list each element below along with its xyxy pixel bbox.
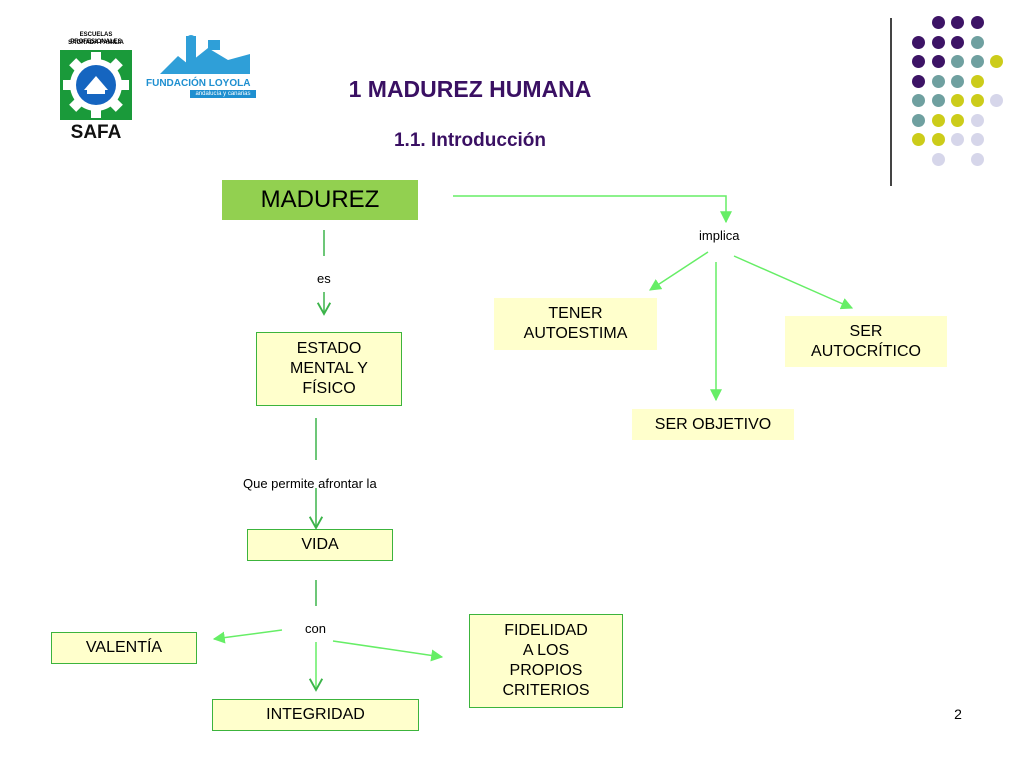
safa-logo-line2: SAGRADA FAMILIA xyxy=(68,40,124,46)
statue-icon xyxy=(160,35,250,74)
loyola-logo-name: FUNDACIÓN LOYOLA xyxy=(146,78,251,89)
node-madurez: MADUREZ xyxy=(222,180,418,220)
link-label-es: es xyxy=(317,271,331,286)
node-ser-objetivo: SER OBJETIVO xyxy=(632,409,794,440)
link-label-permite: Que permite afrontar la xyxy=(243,476,377,491)
loyola-logo-sub: andalucía y canarias xyxy=(190,90,256,98)
page-number: 2 xyxy=(954,706,962,722)
page-title: 1 MADUREZ HUMANA xyxy=(348,76,592,102)
vertical-divider xyxy=(890,18,892,186)
node-tener-autoestima: TENER AUTOESTIMA xyxy=(494,298,657,350)
link-label-implica: implica xyxy=(699,228,740,243)
connector-con-valentia xyxy=(212,629,283,644)
page-subtitle: 1.1. Introducción xyxy=(393,130,547,151)
connector-con-fidelidad xyxy=(332,640,444,662)
node-integridad: INTEGRIDAD xyxy=(212,699,419,731)
connector-implica-autocritico xyxy=(733,255,854,310)
gear-icon xyxy=(60,50,132,120)
node-estado-mental-fisico: ESTADO MENTAL Y FÍSICO xyxy=(256,332,402,406)
link-label-con: con xyxy=(305,621,326,636)
safa-logo: ESCUELAS PROFESIONALES SAGRADA FAMILIA S… xyxy=(56,32,136,143)
safa-logo-word: SAFA xyxy=(70,122,122,143)
connector-madurez-implica xyxy=(453,195,732,224)
node-ser-autocritico: SER AUTOCRÍTICO xyxy=(785,316,947,367)
node-vida: VIDA xyxy=(247,529,393,561)
connector-implica-autoestima xyxy=(648,251,709,291)
node-valentia: VALENTÍA xyxy=(51,632,197,664)
safa-logo-line1: ESCUELAS PROFESIONALES xyxy=(70,32,122,45)
loyola-logo: FUNDACIÓN LOYOLA andalucía y canarias xyxy=(146,34,258,100)
node-fidelidad: FIDELIDAD A LOS PROPIOS CRITERIOS xyxy=(469,614,623,708)
